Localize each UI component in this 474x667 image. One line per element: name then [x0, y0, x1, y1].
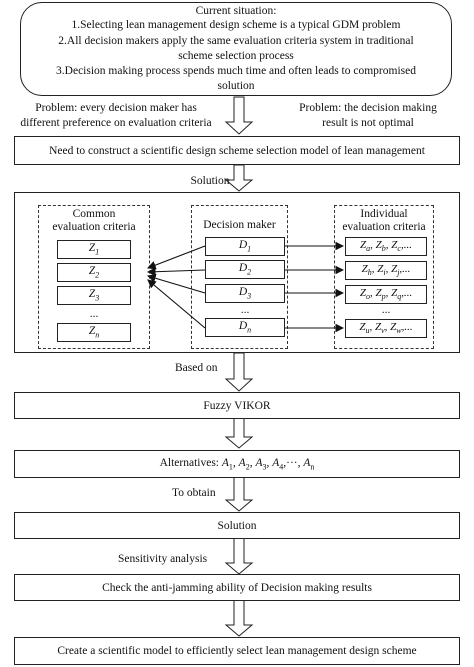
- arrow-7-icon: [224, 599, 254, 637]
- need-box-text: Need to construct a scientific design sc…: [49, 144, 425, 157]
- based-on-label: Based on: [175, 362, 218, 374]
- current-situation-title: Current situation:: [195, 5, 277, 17]
- situation-line-3b: solution: [217, 80, 255, 92]
- fuzzy-vikor-text: Fuzzy VIKOR: [203, 399, 271, 412]
- common-item-z2: Z2: [57, 263, 131, 282]
- solution-label: Solution: [190, 175, 230, 187]
- individual-item-3: Zo, Zp, Zq,...: [345, 285, 427, 304]
- common-title-b: evaluation criteria: [52, 221, 136, 233]
- alternatives-box: Alternatives: A1, A2, A3, A4,···, An: [14, 450, 460, 478]
- individual-item-1: Za, Zb, Zc,...: [345, 237, 427, 256]
- individual-criteria-group: [334, 205, 434, 349]
- arrow-d1-common: [146, 245, 206, 270]
- arrow-2-icon: [224, 164, 254, 192]
- situation-line-2b: scheme selection process: [178, 50, 294, 62]
- solution-box-text: Solution: [217, 519, 257, 532]
- decision-item-d3: D3: [205, 284, 285, 303]
- final-box: Create a scientific model to efficiently…: [14, 637, 460, 665]
- arrow-1-icon: [224, 96, 254, 135]
- arrow-3-icon: [224, 352, 254, 392]
- to-obtain-label: To obtain: [172, 487, 216, 499]
- final-box-text: Create a scientific model to efficiently…: [57, 645, 417, 657]
- arrow-5-icon: [224, 476, 254, 512]
- problem-right-b: result is not optimal: [322, 117, 414, 129]
- decision-maker-group: [191, 205, 288, 349]
- decision-item-dn: Dn: [205, 318, 285, 337]
- solution-box: Solution: [14, 512, 460, 539]
- common-item-zn: Zn: [57, 323, 131, 342]
- problem-left-b: different preference on evaluation crite…: [20, 117, 212, 129]
- problem-right-a: Problem: the decision making: [299, 102, 437, 114]
- common-item-ellipsis: ...: [89, 308, 99, 320]
- situation-line-3a: 3.Decision making process spends much ti…: [56, 65, 416, 77]
- arrow-d2-common: [146, 267, 206, 277]
- check-box-text: Check the anti-jamming ability of Decisi…: [102, 581, 372, 594]
- check-box: Check the anti-jamming ability of Decisi…: [14, 574, 460, 601]
- individual-title-a: Individual: [360, 208, 408, 220]
- individual-title-b: evaluation criteria: [342, 221, 426, 233]
- common-item-z1: Z1: [57, 240, 131, 259]
- arrow-d3-common: [146, 273, 206, 294]
- arrow-dn-common: [147, 279, 206, 329]
- alternatives-text: Alternatives: A1, A2, A3, A4,···, An: [159, 456, 315, 472]
- common-item-z3: Z3: [57, 286, 131, 305]
- need-box: Need to construct a scientific design sc…: [14, 136, 460, 165]
- decision-maker-title: Decision maker: [203, 219, 276, 231]
- arrow-4-icon: [224, 417, 254, 449]
- situation-line-1: 1.Selecting lean management design schem…: [71, 19, 401, 31]
- current-situation-box: [20, 2, 452, 96]
- decision-item-d1: D1: [205, 237, 285, 256]
- sensitivity-label: Sensitivity analysis: [118, 553, 208, 565]
- individual-item-ellipsis: ...: [381, 304, 391, 316]
- individual-item-2: Zh, Zi, Zj,...: [345, 261, 427, 280]
- common-title-a: Common: [72, 208, 116, 220]
- problem-left-a: Problem: every decision maker has: [35, 102, 197, 114]
- situation-line-2a: 2.All decision makers apply the same eva…: [58, 35, 414, 47]
- fuzzy-vikor-box: Fuzzy VIKOR: [14, 392, 460, 419]
- individual-item-4: Zu, Zv, Zw,...: [345, 319, 427, 338]
- arrow-6-icon: [224, 537, 254, 575]
- decision-item-ellipsis: ...: [240, 304, 250, 316]
- decision-item-d2: D2: [205, 260, 285, 279]
